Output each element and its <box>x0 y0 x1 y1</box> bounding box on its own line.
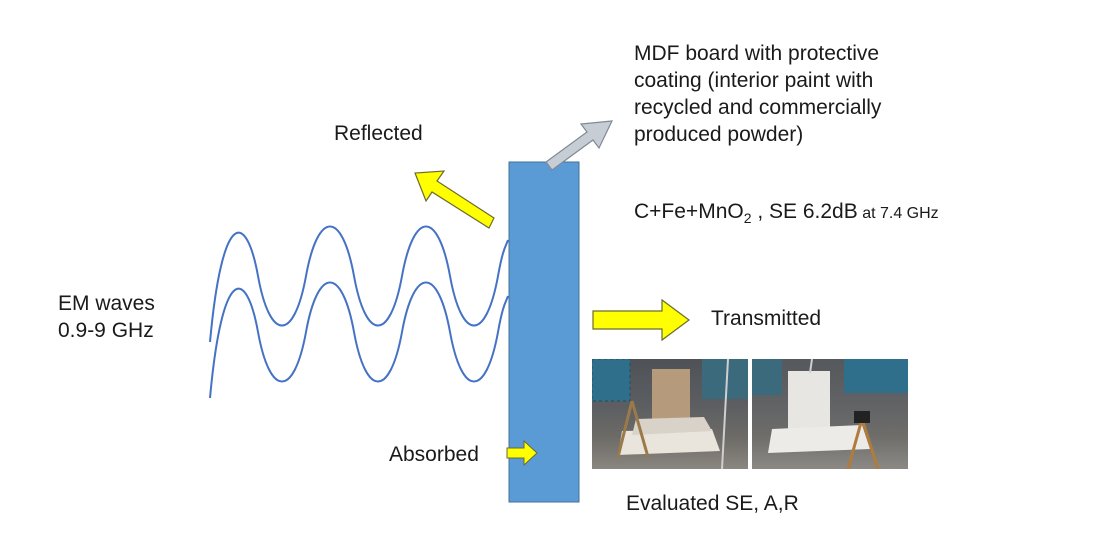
em-waves-label: EM waves 0.9-9 GHz <box>58 290 155 345</box>
description-pointer-arrow <box>545 120 614 171</box>
transmitted-label: Transmitted <box>711 307 822 330</box>
material-description: MDF board with protective coating (inter… <box>634 40 994 148</box>
material-formula: C+Fe+MnO <box>634 200 744 223</box>
em-wave-lower <box>209 281 509 399</box>
anechoic-chamber-photo-right <box>752 359 908 469</box>
description-line-4: produced powder) <box>634 123 804 146</box>
measurement-photos <box>592 359 908 469</box>
evaluated-label: Evaluated SE, A,R <box>626 492 799 515</box>
anechoic-chamber-photo-left <box>592 359 748 469</box>
absorbed-arrow <box>506 439 538 467</box>
description-line-2: coating (interior paint with <box>634 69 874 92</box>
shielding-board <box>508 161 580 503</box>
se-value: , SE 6.2dB <box>751 200 858 223</box>
description-line-1: MDF board with protective <box>634 42 880 65</box>
em-waves-label-line1: EM waves <box>58 292 155 315</box>
transmitted-arrow <box>592 298 691 342</box>
frequency-value: at 7.4 GHz <box>857 205 939 222</box>
reflected-arrow <box>414 170 495 229</box>
reflected-label: Reflected <box>334 122 423 145</box>
em-wave-upper <box>209 225 509 343</box>
material-formula-subscript: 2 <box>743 210 752 227</box>
result-label: C+Fe+MnO2 , SE 6.2dB at 7.4 GHz <box>634 198 939 227</box>
description-line-3: recycled and commercially <box>634 96 882 119</box>
em-waves-label-line2: 0.9-9 GHz <box>58 319 154 343</box>
absorbed-label: Absorbed <box>389 443 479 466</box>
